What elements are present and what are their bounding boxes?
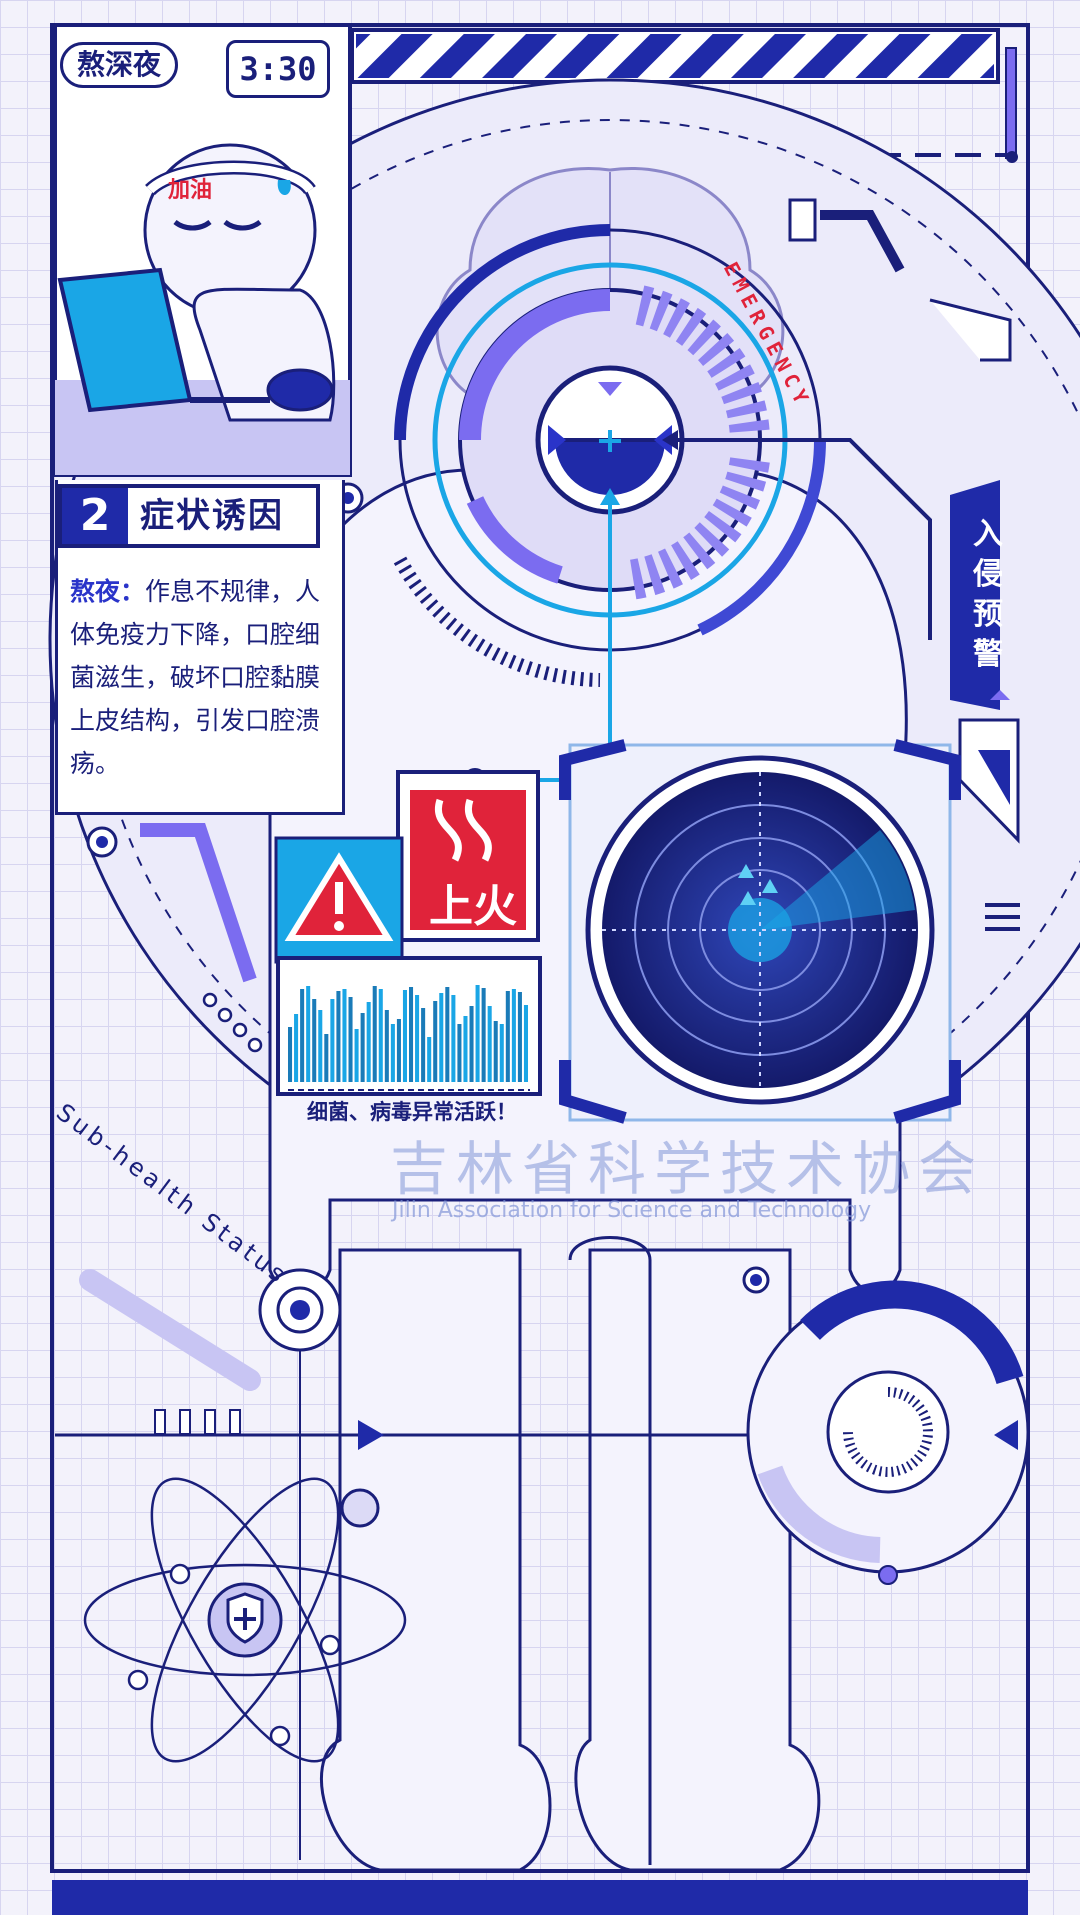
- activity-bar: [475, 985, 480, 1082]
- activity-bar: [354, 1029, 359, 1082]
- activity-bar: [445, 987, 450, 1082]
- activity-bar: [487, 1006, 492, 1082]
- activity-bar: [517, 992, 522, 1082]
- activity-bar: [493, 1021, 498, 1082]
- activity-bar: [300, 989, 305, 1082]
- activity-bar: [402, 990, 407, 1082]
- activity-bar: [366, 1002, 371, 1082]
- activity-bar: [378, 989, 383, 1082]
- bottom-bar: [52, 1880, 1028, 1915]
- segment-arc: [635, 285, 770, 441]
- activity-bar: [324, 1034, 329, 1082]
- panel-title: 症状诱因: [140, 496, 284, 536]
- activity-bar: [415, 995, 420, 1082]
- mouse-icon: [266, 368, 334, 412]
- activity-bar: [390, 1024, 395, 1082]
- left-leg: [319, 1248, 552, 1872]
- activity-bar: [306, 986, 311, 1082]
- activity-bar: [330, 999, 335, 1082]
- watermark-chinese: 吉林省科学技术协会: [390, 1135, 985, 1203]
- activity-bar: [481, 988, 486, 1082]
- activity-bar: [372, 986, 377, 1082]
- radar-sweep: [760, 830, 915, 930]
- activity-bar: [457, 1024, 462, 1082]
- activity-bar: [439, 993, 444, 1082]
- bars: [288, 985, 528, 1082]
- activity-bar: [463, 1016, 468, 1082]
- panel-title-bar: 2 症状诱因: [58, 484, 320, 548]
- activity-bar: [511, 989, 516, 1082]
- activity-bar: [505, 991, 510, 1082]
- activity-bar: [318, 1010, 323, 1082]
- activity-bar: [384, 1010, 389, 1082]
- watermark-english: Jilin Association for Science and Techno…: [392, 1198, 872, 1223]
- activity-bar: [342, 989, 347, 1082]
- alert-tab: [950, 480, 1000, 710]
- activity-bar: [360, 1013, 365, 1082]
- activity-bar: [409, 987, 414, 1082]
- section-number: 2: [62, 488, 128, 544]
- activity-bar: [336, 991, 341, 1082]
- headband-text: 加油: [168, 178, 213, 203]
- activity-bar: [427, 1037, 432, 1082]
- body-description: 作息不规律，人体免疫力下降，口腔细菌滋生，破坏口腔黏膜上皮结构，引发口腔溃疡。: [70, 577, 321, 778]
- atom-icon: [83, 1477, 407, 1763]
- activity-bar: [288, 1027, 293, 1082]
- panel-body: 熬夜：作息不规律，人体免疫力下降，口腔细菌滋生，破坏口腔黏膜上皮结构，引发口腔溃…: [70, 570, 332, 785]
- late-night-tag: 熬深夜: [60, 42, 178, 88]
- intrusion-alert-label: 入侵预警: [973, 517, 1003, 672]
- stripe-banner: [356, 34, 994, 78]
- activity-bar: [312, 999, 317, 1082]
- bars-caption: 细菌、病毒异常活跃！: [307, 1100, 517, 1124]
- activity-bar: [499, 1024, 504, 1082]
- fire-label: 上火: [429, 881, 517, 932]
- activity-bar: [348, 997, 353, 1082]
- activity-bar: [294, 1014, 299, 1082]
- activity-bar: [523, 1005, 528, 1082]
- time-display: 3:30: [226, 40, 330, 98]
- activity-bar: [433, 1001, 438, 1082]
- activity-bar: [451, 995, 456, 1082]
- violet-arc: [459, 289, 611, 441]
- body-keyword: 熬夜：: [70, 577, 146, 606]
- activity-bar: [396, 1019, 401, 1082]
- activity-bar: [469, 1006, 474, 1082]
- activity-bar: [421, 1008, 426, 1082]
